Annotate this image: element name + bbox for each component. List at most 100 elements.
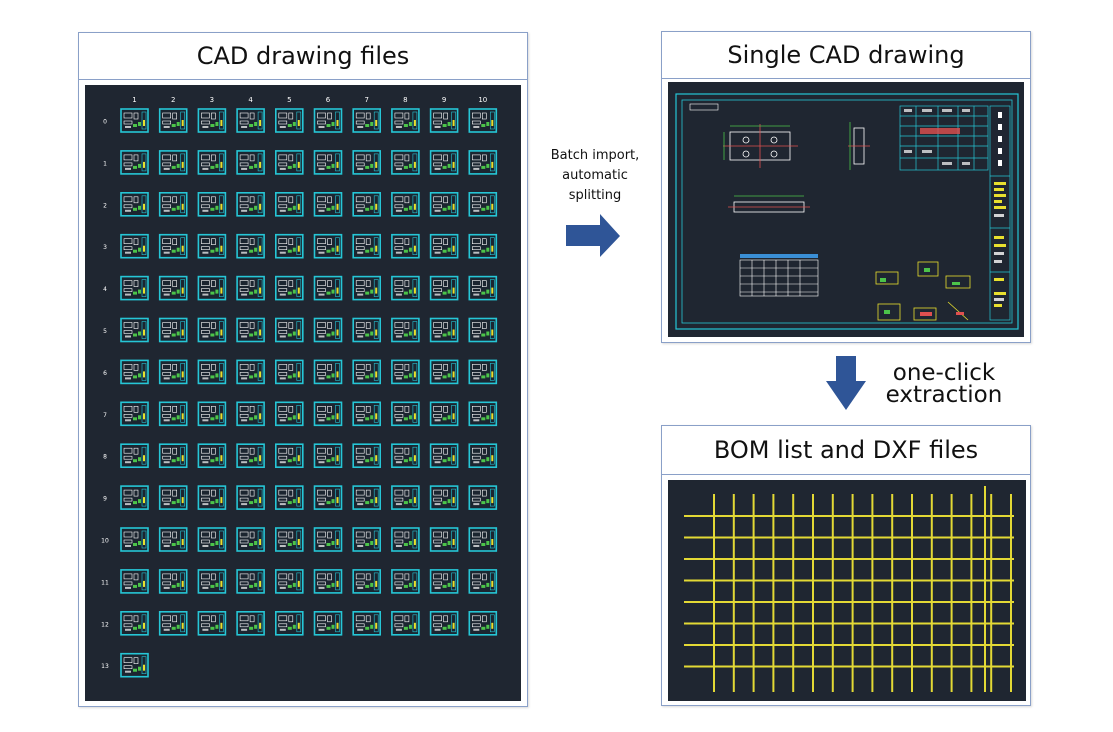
cad-thumbnail[interactable] [236,192,265,217]
cad-thumbnail[interactable] [391,275,420,301]
cad-thumbnail[interactable] [429,401,459,427]
cad-thumbnail[interactable] [197,443,227,469]
cad-thumbnail[interactable] [313,233,343,259]
cad-thumbnail[interactable] [468,317,498,343]
cad-thumbnail[interactable] [197,108,227,133]
cad-thumbnail[interactable] [313,192,343,217]
cad-thumbnail[interactable] [468,275,498,301]
cad-thumbnail[interactable] [236,401,265,427]
cad-thumbnail[interactable] [352,275,382,301]
cad-thumbnail[interactable] [352,569,382,594]
cad-thumbnail[interactable] [391,610,420,636]
cad-thumbnail[interactable] [236,233,265,259]
cad-thumbnail[interactable] [275,192,304,217]
cad-thumbnail[interactable] [313,108,343,133]
cad-thumbnail[interactable] [197,359,227,385]
cad-thumbnail[interactable] [120,443,149,469]
cad-thumbnail[interactable] [120,359,149,385]
cad-thumbnail[interactable] [313,443,343,469]
cad-thumbnail[interactable] [197,610,227,636]
cad-thumbnail[interactable] [275,275,304,301]
cad-thumbnail[interactable] [429,610,459,636]
cad-thumbnail[interactable] [352,401,382,427]
cad-thumbnail[interactable] [197,569,227,594]
cad-thumbnail[interactable] [313,485,343,510]
cad-thumbnail[interactable] [197,527,227,552]
cad-thumbnail[interactable] [391,192,420,217]
cad-thumbnail[interactable] [352,150,382,175]
cad-thumbnail[interactable] [120,275,149,301]
cad-thumbnail[interactable] [391,527,420,552]
cad-thumbnail[interactable] [391,317,420,343]
cad-thumbnail[interactable] [158,233,188,259]
cad-thumbnail[interactable] [236,359,265,385]
cad-thumbnail[interactable] [275,150,304,175]
cad-thumbnail[interactable] [429,443,459,469]
cad-thumbnail[interactable] [236,443,265,469]
cad-thumbnail[interactable] [313,317,343,343]
cad-thumbnail[interactable] [391,569,420,594]
cad-thumbnail[interactable] [313,527,343,552]
cad-thumbnail[interactable] [468,610,498,636]
cad-thumbnail[interactable] [429,192,459,217]
cad-thumbnail[interactable] [158,443,188,469]
cad-thumbnail[interactable] [158,569,188,594]
cad-thumbnail[interactable] [197,401,227,427]
cad-thumbnail[interactable] [352,192,382,217]
cad-thumbnail[interactable] [275,317,304,343]
cad-thumbnail[interactable] [313,150,343,175]
cad-thumbnail[interactable] [158,485,188,510]
cad-thumbnail[interactable] [468,569,498,594]
cad-thumbnail[interactable] [120,401,149,427]
cad-thumbnail[interactable] [158,317,188,343]
cad-thumbnail[interactable] [391,359,420,385]
cad-thumbnail[interactable] [429,317,459,343]
cad-thumbnail[interactable] [429,275,459,301]
cad-thumbnail[interactable] [468,108,498,133]
cad-thumbnail[interactable] [275,527,304,552]
cad-thumbnail[interactable] [352,485,382,510]
cad-thumbnail[interactable] [352,610,382,636]
cad-thumbnail[interactable] [352,108,382,133]
cad-thumbnail[interactable] [352,233,382,259]
cad-thumbnail[interactable] [429,150,459,175]
cad-thumbnail[interactable] [313,401,343,427]
cad-thumbnail[interactable] [158,108,188,133]
cad-thumbnail[interactable] [120,652,149,678]
cad-thumbnail[interactable] [429,569,459,594]
cad-thumbnail[interactable] [352,359,382,385]
cad-thumbnail[interactable] [197,192,227,217]
cad-thumbnail[interactable] [120,150,149,175]
cad-thumbnail[interactable] [120,108,149,133]
cad-thumbnail[interactable] [391,233,420,259]
cad-thumbnail[interactable] [352,317,382,343]
cad-thumbnail[interactable] [236,485,265,510]
cad-thumbnail[interactable] [236,610,265,636]
cad-thumbnail[interactable] [120,527,149,552]
cad-thumbnail[interactable] [313,569,343,594]
cad-thumbnail[interactable] [391,485,420,510]
cad-thumbnail[interactable] [275,233,304,259]
cad-thumbnail[interactable] [197,485,227,510]
cad-thumbnail[interactable] [429,108,459,133]
cad-thumbnail[interactable] [468,192,498,217]
cad-thumbnail[interactable] [275,108,304,133]
cad-thumbnail[interactable] [236,275,265,301]
cad-thumbnail[interactable] [429,233,459,259]
cad-thumbnail[interactable] [313,359,343,385]
cad-thumbnail[interactable] [158,359,188,385]
cad-thumbnail[interactable] [197,275,227,301]
cad-thumbnail[interactable] [197,317,227,343]
cad-thumbnail[interactable] [236,108,265,133]
cad-thumbnail[interactable] [468,150,498,175]
cad-thumbnail[interactable] [197,150,227,175]
cad-thumbnail[interactable] [236,150,265,175]
cad-thumbnail[interactable] [120,192,149,217]
cad-thumbnail[interactable] [236,527,265,552]
cad-thumbnail[interactable] [158,610,188,636]
cad-thumbnail[interactable] [120,610,149,636]
cad-thumbnail[interactable] [468,443,498,469]
cad-thumbnail[interactable] [158,150,188,175]
cad-thumbnail[interactable] [275,359,304,385]
cad-thumbnail[interactable] [236,317,265,343]
